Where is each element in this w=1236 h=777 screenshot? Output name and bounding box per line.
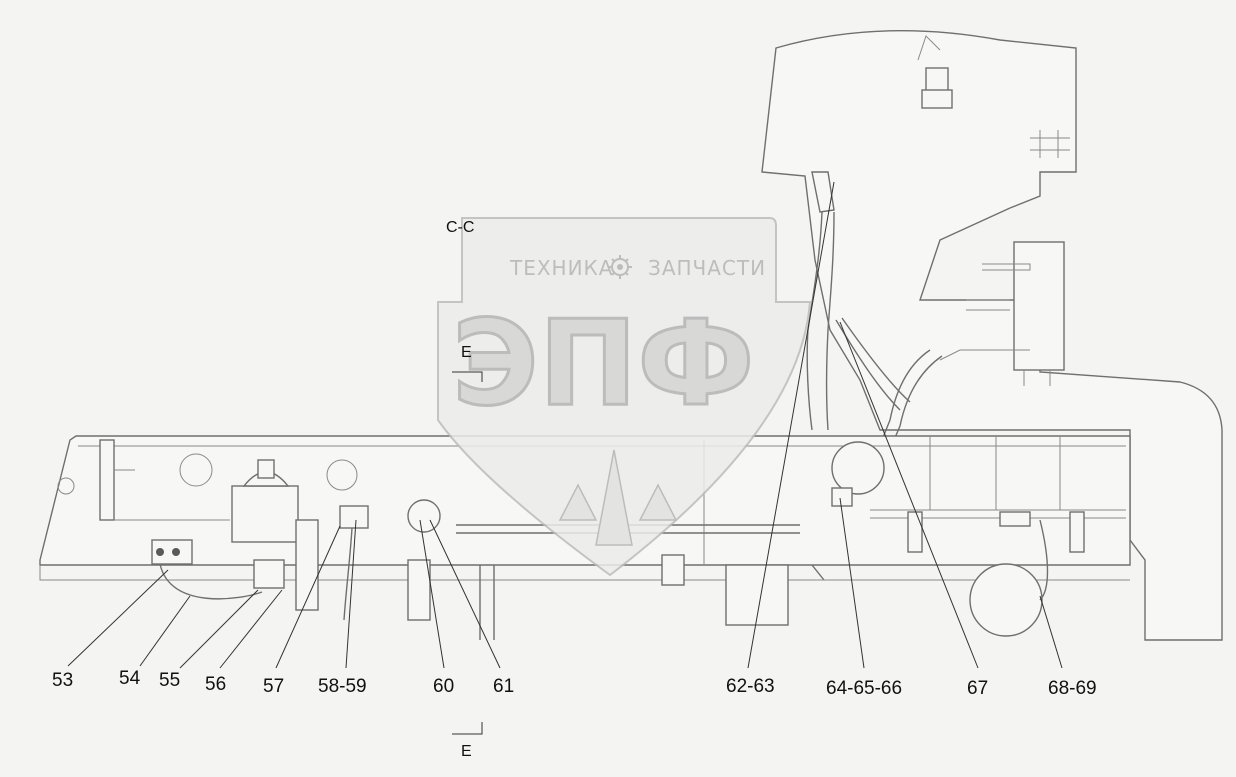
leader-lines (67, 181, 1063, 669)
callout-64-65-66: 64-65-66 (826, 678, 902, 699)
gear-icon (608, 255, 632, 279)
view-label-top: E (461, 344, 472, 361)
view-label-bottom: E (461, 743, 472, 760)
view-arrow-top (452, 371, 483, 382)
callout-62-63: 62-63 (726, 676, 775, 697)
watermark-line2: ЗАПЧАСТИ (648, 256, 766, 280)
watermark-logo: ЭПФ (452, 294, 754, 432)
view-arrow-bottom (452, 722, 483, 735)
callout-68-69: 68-69 (1048, 678, 1097, 699)
callout-54: 54 (119, 668, 141, 689)
callout-60: 60 (433, 676, 454, 697)
callout-57: 57 (263, 676, 284, 697)
callout-56: 56 (205, 674, 226, 695)
callout-58-59: 58-59 (318, 676, 367, 697)
cab-housing (761, 30, 1223, 641)
components (151, 441, 1049, 640)
callout-61: 61 (493, 676, 514, 697)
callout-67: 67 (967, 678, 988, 699)
watermark: ТЕХНИКА ЗАПЧАСТИ ЭПФ (437, 217, 812, 577)
watermark-line1: ТЕХНИКА (509, 256, 613, 280)
callout-55: 55 (159, 670, 180, 691)
section-label: C-C (446, 219, 474, 236)
callout-53: 53 (52, 670, 73, 691)
